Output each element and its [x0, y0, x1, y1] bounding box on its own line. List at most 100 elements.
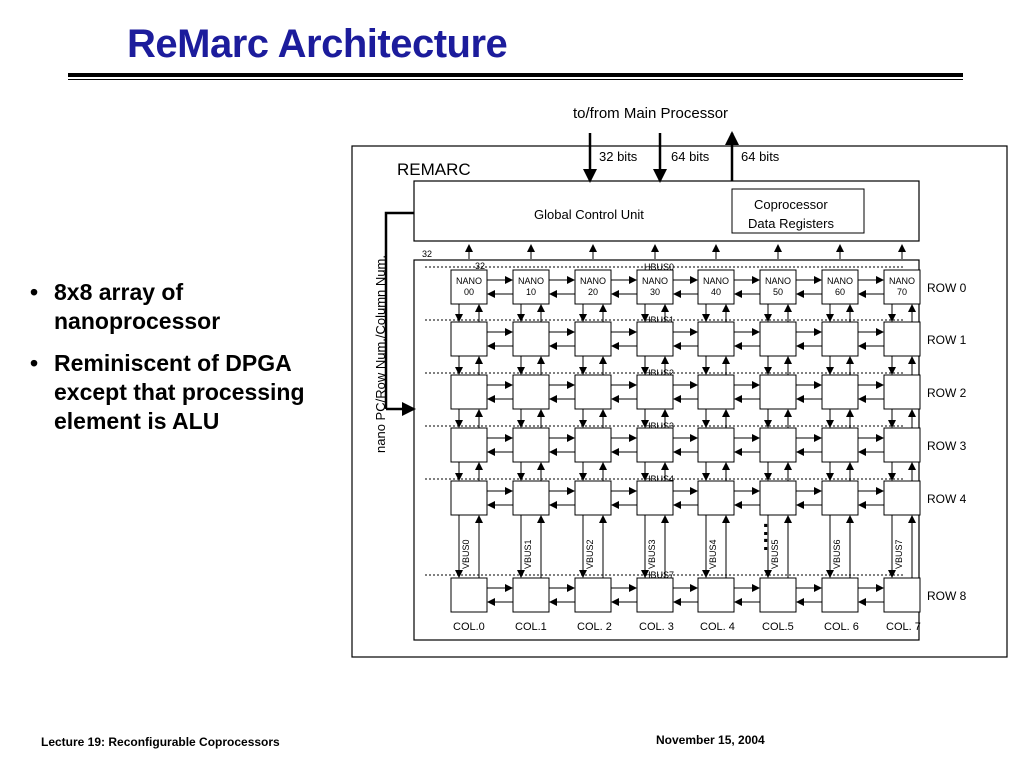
nano-processor-cell: [759, 577, 797, 613]
nano-processor-cell: [450, 269, 488, 305]
nano-cell-id: 40: [711, 287, 721, 297]
hbus-label: HBUS1: [644, 315, 674, 325]
column-label: COL. 4: [700, 621, 735, 633]
nano-cell-label: NANO: [456, 276, 482, 286]
nano-processor-cell: [636, 321, 674, 357]
nano-processor-cell: [821, 269, 859, 305]
io-bits-label: 64 bits: [671, 149, 710, 164]
nano-processor-cell: [821, 427, 859, 463]
nano-cell-label: NANO: [580, 276, 606, 286]
nano-processor-cell: [883, 427, 921, 463]
nano-processor-cell: [883, 480, 921, 516]
nano-cell-label: NANO: [827, 276, 853, 286]
row-ellipsis: :: [762, 530, 769, 555]
row-label: ROW 8: [927, 589, 967, 603]
column-label: COL. 7: [886, 621, 921, 633]
nano-cell-id: 00: [464, 287, 474, 297]
nano-processor-cell: [883, 321, 921, 357]
nano-cell-label: NANO: [703, 276, 729, 286]
nano-processor-cell: [821, 480, 859, 516]
nano-processor-cell: [883, 374, 921, 410]
column-label: COL.1: [515, 621, 547, 633]
nano-processor-cell: [759, 269, 797, 305]
column-label: COL. 6: [824, 621, 859, 633]
nano-processor-cell: [450, 321, 488, 357]
nano-processor-cell: [512, 374, 550, 410]
row-ellipsis: :: [762, 515, 769, 540]
nano-processor-cell: [883, 269, 921, 305]
column-label: COL.5: [762, 621, 794, 633]
nano-processor-cell: [450, 480, 488, 516]
footer-lecture: Lecture 19: Reconfigurable Coprocessors: [41, 735, 280, 749]
row-label: ROW 4: [927, 492, 967, 506]
nano-cell-id: 70: [897, 287, 907, 297]
bullet-list: 8x8 array of nanoprocessor Reminiscent o…: [30, 278, 330, 449]
bit-width-label: 32: [475, 261, 485, 271]
nano-processor-cell: [512, 321, 550, 357]
remarc-architecture-diagram: to/from Main Processor 32 bits 64 bits 6…: [351, 105, 1008, 658]
nano-processor-cell: [636, 577, 674, 613]
vbus-label: VBUS4: [708, 539, 718, 569]
nano-processor-cell: [697, 374, 735, 410]
remarc-label: REMARC: [397, 160, 471, 179]
row-label: ROW 0: [927, 281, 967, 295]
nano-processor-cell: [697, 427, 735, 463]
hbus-label: HBUS7: [644, 570, 674, 580]
coprocessor-label: Coprocessor: [754, 197, 828, 212]
row-label: ROW 3: [927, 439, 967, 453]
hbus-label: HBUS4: [644, 474, 674, 484]
nano-processor-cell: [450, 427, 488, 463]
nano-cell-id: 50: [773, 287, 783, 297]
nano-processor-cell: [697, 321, 735, 357]
vbus-label: VBUS6: [832, 539, 842, 569]
nano-processor-cell: [636, 269, 674, 305]
nano-cell-id: 30: [650, 287, 660, 297]
nano-processor-cell: [574, 577, 612, 613]
nano-cell-id: 20: [588, 287, 598, 297]
nano-cell-id: 60: [835, 287, 845, 297]
side-control-bus: [384, 211, 414, 409]
io-bits-label: 64 bits: [741, 149, 780, 164]
nano-cell-label: NANO: [642, 276, 668, 286]
global-control-unit-label: Global Control Unit: [534, 207, 644, 222]
nano-processor-cell: [697, 577, 735, 613]
nano-processor-cell: [512, 427, 550, 463]
nano-cell-label: NANO: [518, 276, 544, 286]
row-label: ROW 2: [927, 386, 967, 400]
nano-processor-cell: [574, 321, 612, 357]
nano-processor-cell: [512, 577, 550, 613]
nano-processor-cell: [512, 480, 550, 516]
io-bits-label: 32 bits: [599, 149, 638, 164]
nano-processor-cell: [821, 374, 859, 410]
title-rule-thick: [68, 73, 963, 77]
coprocessor-registers-box: [731, 188, 865, 234]
vbus-label: VBUS2: [585, 539, 595, 569]
bullet-item: Reminiscent of DPGA except that processi…: [30, 349, 330, 436]
nano-cell-label: NANO: [889, 276, 915, 286]
nano-processor-cell: [821, 321, 859, 357]
row-label: ROW 1: [927, 333, 967, 347]
nano-processor-cell: [450, 374, 488, 410]
nano-cell-id: 10: [526, 287, 536, 297]
nano-processor-cell: [512, 269, 550, 305]
vbus-label: VBUS3: [647, 539, 657, 569]
footer-date: November 15, 2004: [656, 733, 765, 747]
bullet-item: 8x8 array of nanoprocessor: [30, 278, 330, 336]
nano-processor-cell: [759, 480, 797, 516]
nano-processor-cell: [574, 269, 612, 305]
vbus-label: VBUS1: [523, 539, 533, 569]
nano-processor-cell: [759, 374, 797, 410]
nano-processor-cell: [574, 427, 612, 463]
nano-processor-cell: [574, 480, 612, 516]
nano-cell-label: NANO: [765, 276, 791, 286]
vbus-label: VBUS0: [461, 539, 471, 569]
bit-width-label: 32: [422, 249, 432, 259]
nano-processor-cell: [697, 269, 735, 305]
hbus-label: HBUS0: [644, 262, 674, 272]
nano-processor-cell: [759, 427, 797, 463]
hbus-label: HBUS2: [644, 368, 674, 378]
global-control-unit-box: [413, 180, 920, 242]
nano-processor-cell: [450, 577, 488, 613]
nano-processor-cell: [636, 427, 674, 463]
main-processor-label: to/from Main Processor: [573, 105, 728, 122]
